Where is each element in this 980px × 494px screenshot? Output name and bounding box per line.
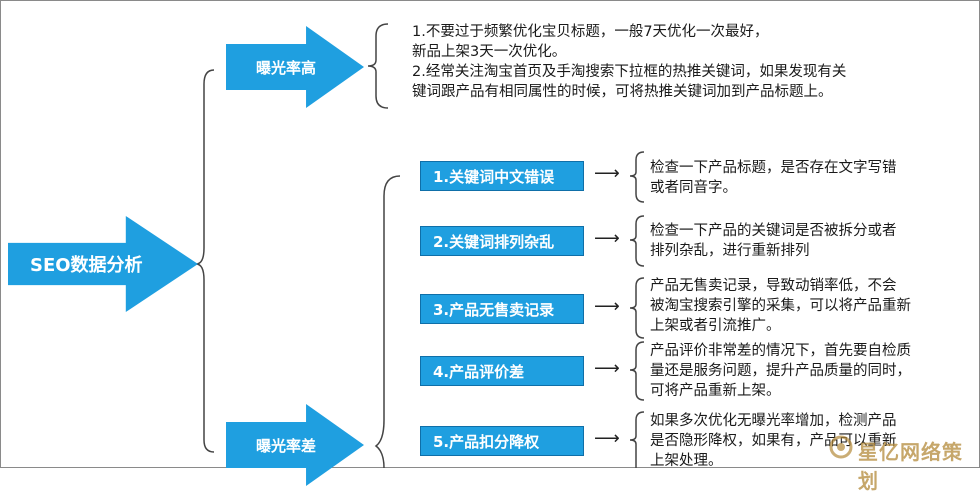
- desc-line: 产品评价非常差的情况下，首先要自检质: [650, 343, 911, 359]
- root-label: SEO数据分析: [30, 255, 143, 276]
- desc-line: 检查一下产品的关键词是否被拆分或者: [650, 223, 897, 239]
- right-arrow-icon: ⟶: [594, 163, 620, 184]
- watermark-logo-icon: [829, 435, 853, 459]
- note-line: 键词跟产品有相同属性的时候，可将热推关键词加到产品标题上。: [412, 84, 833, 100]
- desc-brace-1: [629, 151, 645, 203]
- desc-brace-3: [629, 277, 645, 339]
- reason-label: 1.关键词中文错误: [433, 167, 555, 186]
- desc-line: 量还是服务问题，提升产品质量的同时，: [650, 363, 911, 379]
- branch-high-exposure-label: 曝光率高: [256, 58, 317, 77]
- note-line: 1.不要过于频繁优化宝贝标题，一般7天优化一次最好，: [412, 24, 769, 40]
- right-arrow-icon: ⟶: [594, 358, 620, 379]
- reason-label: 2.关键词排列杂乱: [433, 232, 555, 251]
- reason-desc: 检查一下产品的关键词是否被拆分或者 排列杂乱，进行重新排列: [650, 221, 897, 261]
- right-arrow-icon: ⟶: [594, 428, 620, 449]
- desc-brace-4: [629, 341, 645, 401]
- desc-line: 排列杂乱，进行重新排列: [650, 243, 810, 259]
- desc-line: 检查一下产品标题，是否存在文字写错: [650, 160, 897, 176]
- right-arrow-icon: ⟶: [594, 228, 620, 249]
- reason-box: 4.产品评价差: [420, 356, 584, 386]
- watermark-text: 星亿网络策划: [858, 440, 963, 493]
- desc-line: 被淘宝搜索引擎的采集，可以将产品重新: [650, 298, 911, 314]
- root-brace: [195, 69, 215, 453]
- note-line: 新品上架3天一次优化。: [412, 44, 567, 60]
- desc-line: 上架处理。: [650, 453, 723, 469]
- reason-label: 4.产品评价差: [433, 362, 525, 381]
- branch-low-exposure-label: 曝光率差: [256, 436, 317, 455]
- reason-box: 2.关键词排列杂乱: [420, 226, 584, 256]
- desc-brace-2: [629, 215, 645, 267]
- desc-line: 如果多次优化无曝光率增加，检测产品: [650, 413, 897, 429]
- desc-line: 或者同音字。: [650, 180, 737, 196]
- reason-label: 5.产品扣分降权: [433, 432, 540, 451]
- desc-line: 上架或者引流推广。: [650, 318, 781, 334]
- desc-line: 可将产品重新上架。: [650, 383, 781, 399]
- reason-label: 3.产品无售卖记录: [433, 300, 555, 319]
- top-note-brace: [367, 23, 389, 109]
- note-line: 2.经常关注淘宝首页及手淘搜索下拉框的热推关键词，如果发现有关: [412, 64, 847, 80]
- right-arrow-icon: ⟶: [594, 296, 620, 317]
- reasons-brace: [374, 175, 401, 468]
- reason-desc: 产品无售卖记录，导致动销率低，不会 被淘宝搜索引擎的采集，可以将产品重新 上架或…: [650, 276, 911, 336]
- high-exposure-note: 1.不要过于频繁优化宝贝标题，一般7天优化一次最好， 新品上架3天一次优化。 2…: [412, 22, 846, 102]
- reason-desc: 检查一下产品标题，是否存在文字写错 或者同音字。: [650, 158, 897, 198]
- reason-box: 3.产品无售卖记录: [420, 294, 584, 324]
- reason-desc: 产品评价非常差的情况下，首先要自检质 量还是服务问题，提升产品质量的同时， 可将…: [650, 341, 911, 401]
- desc-line: 产品无售卖记录，导致动销率低，不会: [650, 278, 897, 294]
- reason-box: 5.产品扣分降权: [420, 426, 584, 456]
- reason-box: 1.关键词中文错误: [420, 161, 584, 191]
- reason-desc: 如果多次优化无曝光率增加，检测产品 是否隐形降权，如果有，产品可以重新 上架处理…: [650, 411, 897, 471]
- desc-line: 是否隐形降权，如果有，产品可以重新: [650, 433, 897, 449]
- desc-brace-5: [629, 411, 645, 468]
